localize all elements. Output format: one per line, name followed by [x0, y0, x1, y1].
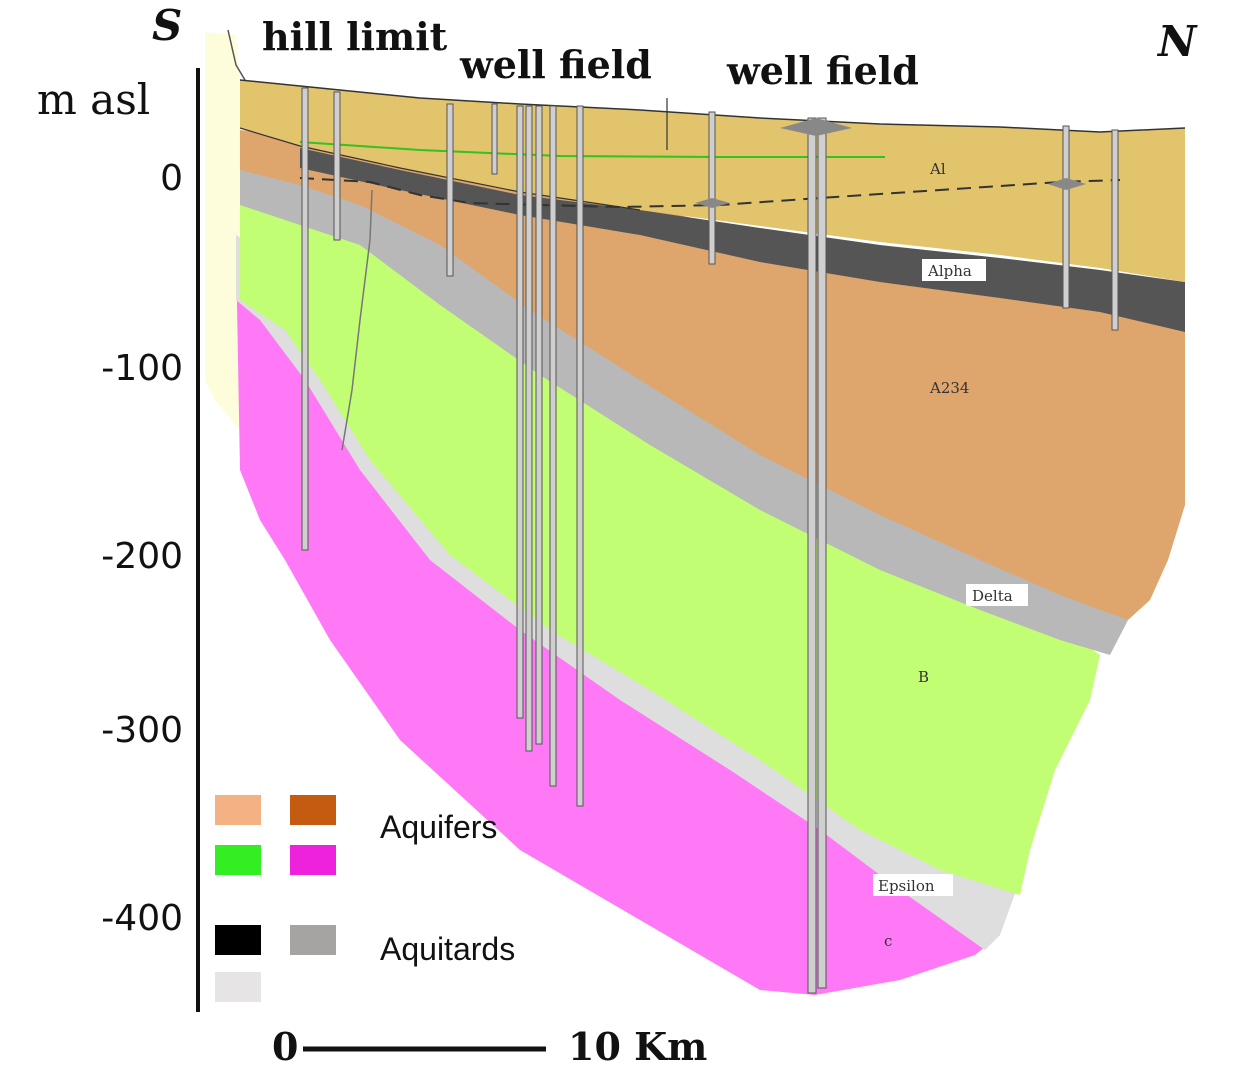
scale-bar-end: 10 Km [568, 1024, 707, 1069]
well [708, 111, 716, 265]
well [491, 103, 498, 175]
well [333, 91, 341, 241]
header-hill-limit: hill limit [262, 14, 448, 59]
layer-tag-epsilon: Epsilon [878, 877, 935, 895]
axis-label: m asl [37, 75, 150, 124]
layer-tag-delta-box [966, 584, 1028, 606]
legend-swatch-aquitard-2 [290, 925, 336, 955]
header-well-field-2: well field [726, 48, 919, 93]
header-well-field-1: well field [459, 42, 652, 87]
well [301, 87, 309, 551]
water-table-line [299, 141, 885, 158]
potentiometric-dashed-line [299, 177, 1121, 209]
tick-label-400: -400 [101, 898, 183, 939]
tick-label-300: -300 [101, 710, 183, 751]
layer-tag-alpha: Alpha [927, 262, 972, 280]
legend-swatch-aquifer-3 [215, 845, 261, 875]
layer-tag-a234: A234 [929, 379, 969, 397]
ground-surface [239, 79, 1186, 133]
legend-swatch-aquitard-3 [215, 972, 261, 1002]
legend: Aquifers Aquitards [215, 795, 515, 1002]
fault-line [341, 189, 373, 451]
tick-label-0: 0 [160, 158, 183, 199]
legend-swatch-aquifer-4 [290, 845, 336, 875]
legend-swatch-aquifer-2 [290, 795, 336, 825]
layer-delta [240, 165, 1128, 655]
well [446, 103, 454, 277]
layer-tag-delta: Delta [972, 587, 1013, 605]
well [516, 105, 524, 719]
scale-bar-start: 0 [272, 1024, 298, 1069]
well [1062, 125, 1070, 309]
well-head-marker [695, 198, 730, 208]
well [1111, 129, 1119, 331]
well [549, 105, 557, 787]
tick-label-200: -200 [101, 536, 183, 577]
direction-south: S [152, 1, 182, 50]
well [576, 105, 584, 807]
layer-tag-epsilon-box [873, 874, 953, 896]
legend-swatch-aquitard-1 [215, 925, 261, 955]
hill-outline [227, 29, 246, 81]
scale-bar: 0 10 Km [272, 1024, 707, 1069]
well [525, 105, 533, 752]
legend-aquitards-label: Aquitards [380, 931, 515, 967]
layer-tag-alpha-box [922, 259, 986, 281]
wells [301, 87, 1119, 994]
layer-a234 [240, 130, 1185, 620]
direction-north: N [1156, 17, 1198, 66]
well-head-marker [780, 118, 852, 136]
well-head-marker [1048, 178, 1086, 190]
well [817, 117, 827, 989]
legend-aquifers-label: Aquifers [380, 809, 497, 845]
layer-alpha [300, 148, 1185, 332]
hill-block [205, 32, 240, 430]
a1-base-line [239, 127, 641, 211]
well [807, 117, 817, 994]
tick-label-100: -100 [101, 348, 183, 389]
well [535, 105, 543, 745]
layer-tag-a1: Al [929, 160, 946, 178]
layer-tag-b: B [918, 668, 929, 686]
layer-b [240, 175, 1100, 895]
layer-tag-c: c [884, 932, 892, 950]
legend-swatch-aquifer-1 [215, 795, 261, 825]
